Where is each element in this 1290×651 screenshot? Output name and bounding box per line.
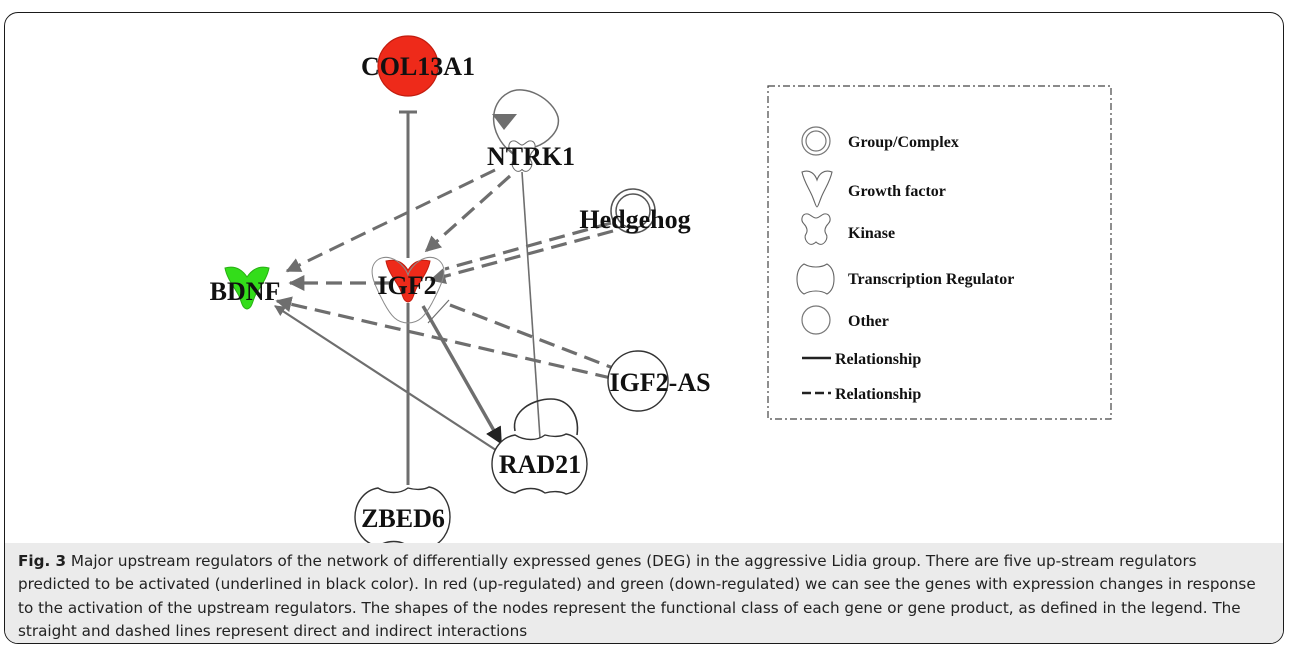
legend-label-transcription-regulator: Transcription Regulator [848,271,1014,288]
node-igf2-as-label: IGF2-AS [609,368,710,397]
edges [274,89,614,485]
node-ntrk1-label: NTRK1 [487,142,575,171]
node-col13a1[interactable]: COL13A1 [361,35,475,97]
edge-rad21-self-loop [513,398,579,436]
edge-rad21-bdnf [274,305,506,457]
legend-label-kinase: Kinase [848,225,895,242]
legend-label-other: Other [848,313,889,330]
edge-hedgehog-igf2-a [444,221,612,271]
edge-igf2-rad21 [421,305,503,445]
edge-ntrk1-self-loop-arrow [492,114,517,130]
kinase-icon [801,213,831,245]
node-hedgehog-label: Hedgehog [579,205,690,234]
figure-label: Fig. 3 [18,552,67,570]
node-zbed6-label: ZBED6 [361,504,445,533]
node-zbed6[interactable]: ZBED6 [354,486,451,543]
edge-hedgehog-igf2-b [429,229,614,284]
figure-caption: Fig. 3 Major upstream regulators of the … [5,543,1283,643]
node-igf2-as[interactable]: IGF2-AS [607,350,711,412]
caption-text: Major upstream regulators of the network… [18,552,1256,641]
node-bdnf-label: BDNF [210,277,281,306]
legend-label-relationship-dashed: Relationship [835,386,921,403]
node-rad21-label: RAD21 [499,450,581,479]
node-igf2[interactable]: IGF2 [371,257,445,324]
node-hedgehog[interactable]: Hedgehog [579,188,691,234]
edge-igf2-igf2as-a [449,303,614,370]
edge-ntrk1-bdnf [285,168,496,273]
network-diagram: COL13A1 NTRK1 Hedgehog BDNF IGF2 IGF2-AS [210,35,1112,543]
node-bdnf[interactable]: BDNF [210,266,281,310]
node-col13a1-label: COL13A1 [361,52,475,81]
edge-ntrk1-self-loop [492,89,560,155]
edge-ntrk1-igf2 [424,174,512,253]
transcription-regulator-icon [796,263,835,295]
node-ntrk1[interactable]: NTRK1 [487,140,575,172]
legend: Group/Complex Growth factor Kinase Trans… [767,85,1112,420]
growth-factor-icon [801,170,833,208]
figure-frame: COL13A1 NTRK1 Hedgehog BDNF IGF2 IGF2-AS [4,12,1284,644]
node-igf2-label: IGF2 [377,271,436,300]
legend-label-relationship-solid: Relationship [835,351,921,368]
node-rad21[interactable]: RAD21 [491,433,588,495]
group-complex-icon [801,126,831,156]
edge-ntrk1-rad21 [521,171,541,439]
legend-label-growth-factor: Growth factor [848,183,946,200]
legend-label-group-complex: Group/Complex [848,134,959,151]
other-icon [801,305,831,335]
